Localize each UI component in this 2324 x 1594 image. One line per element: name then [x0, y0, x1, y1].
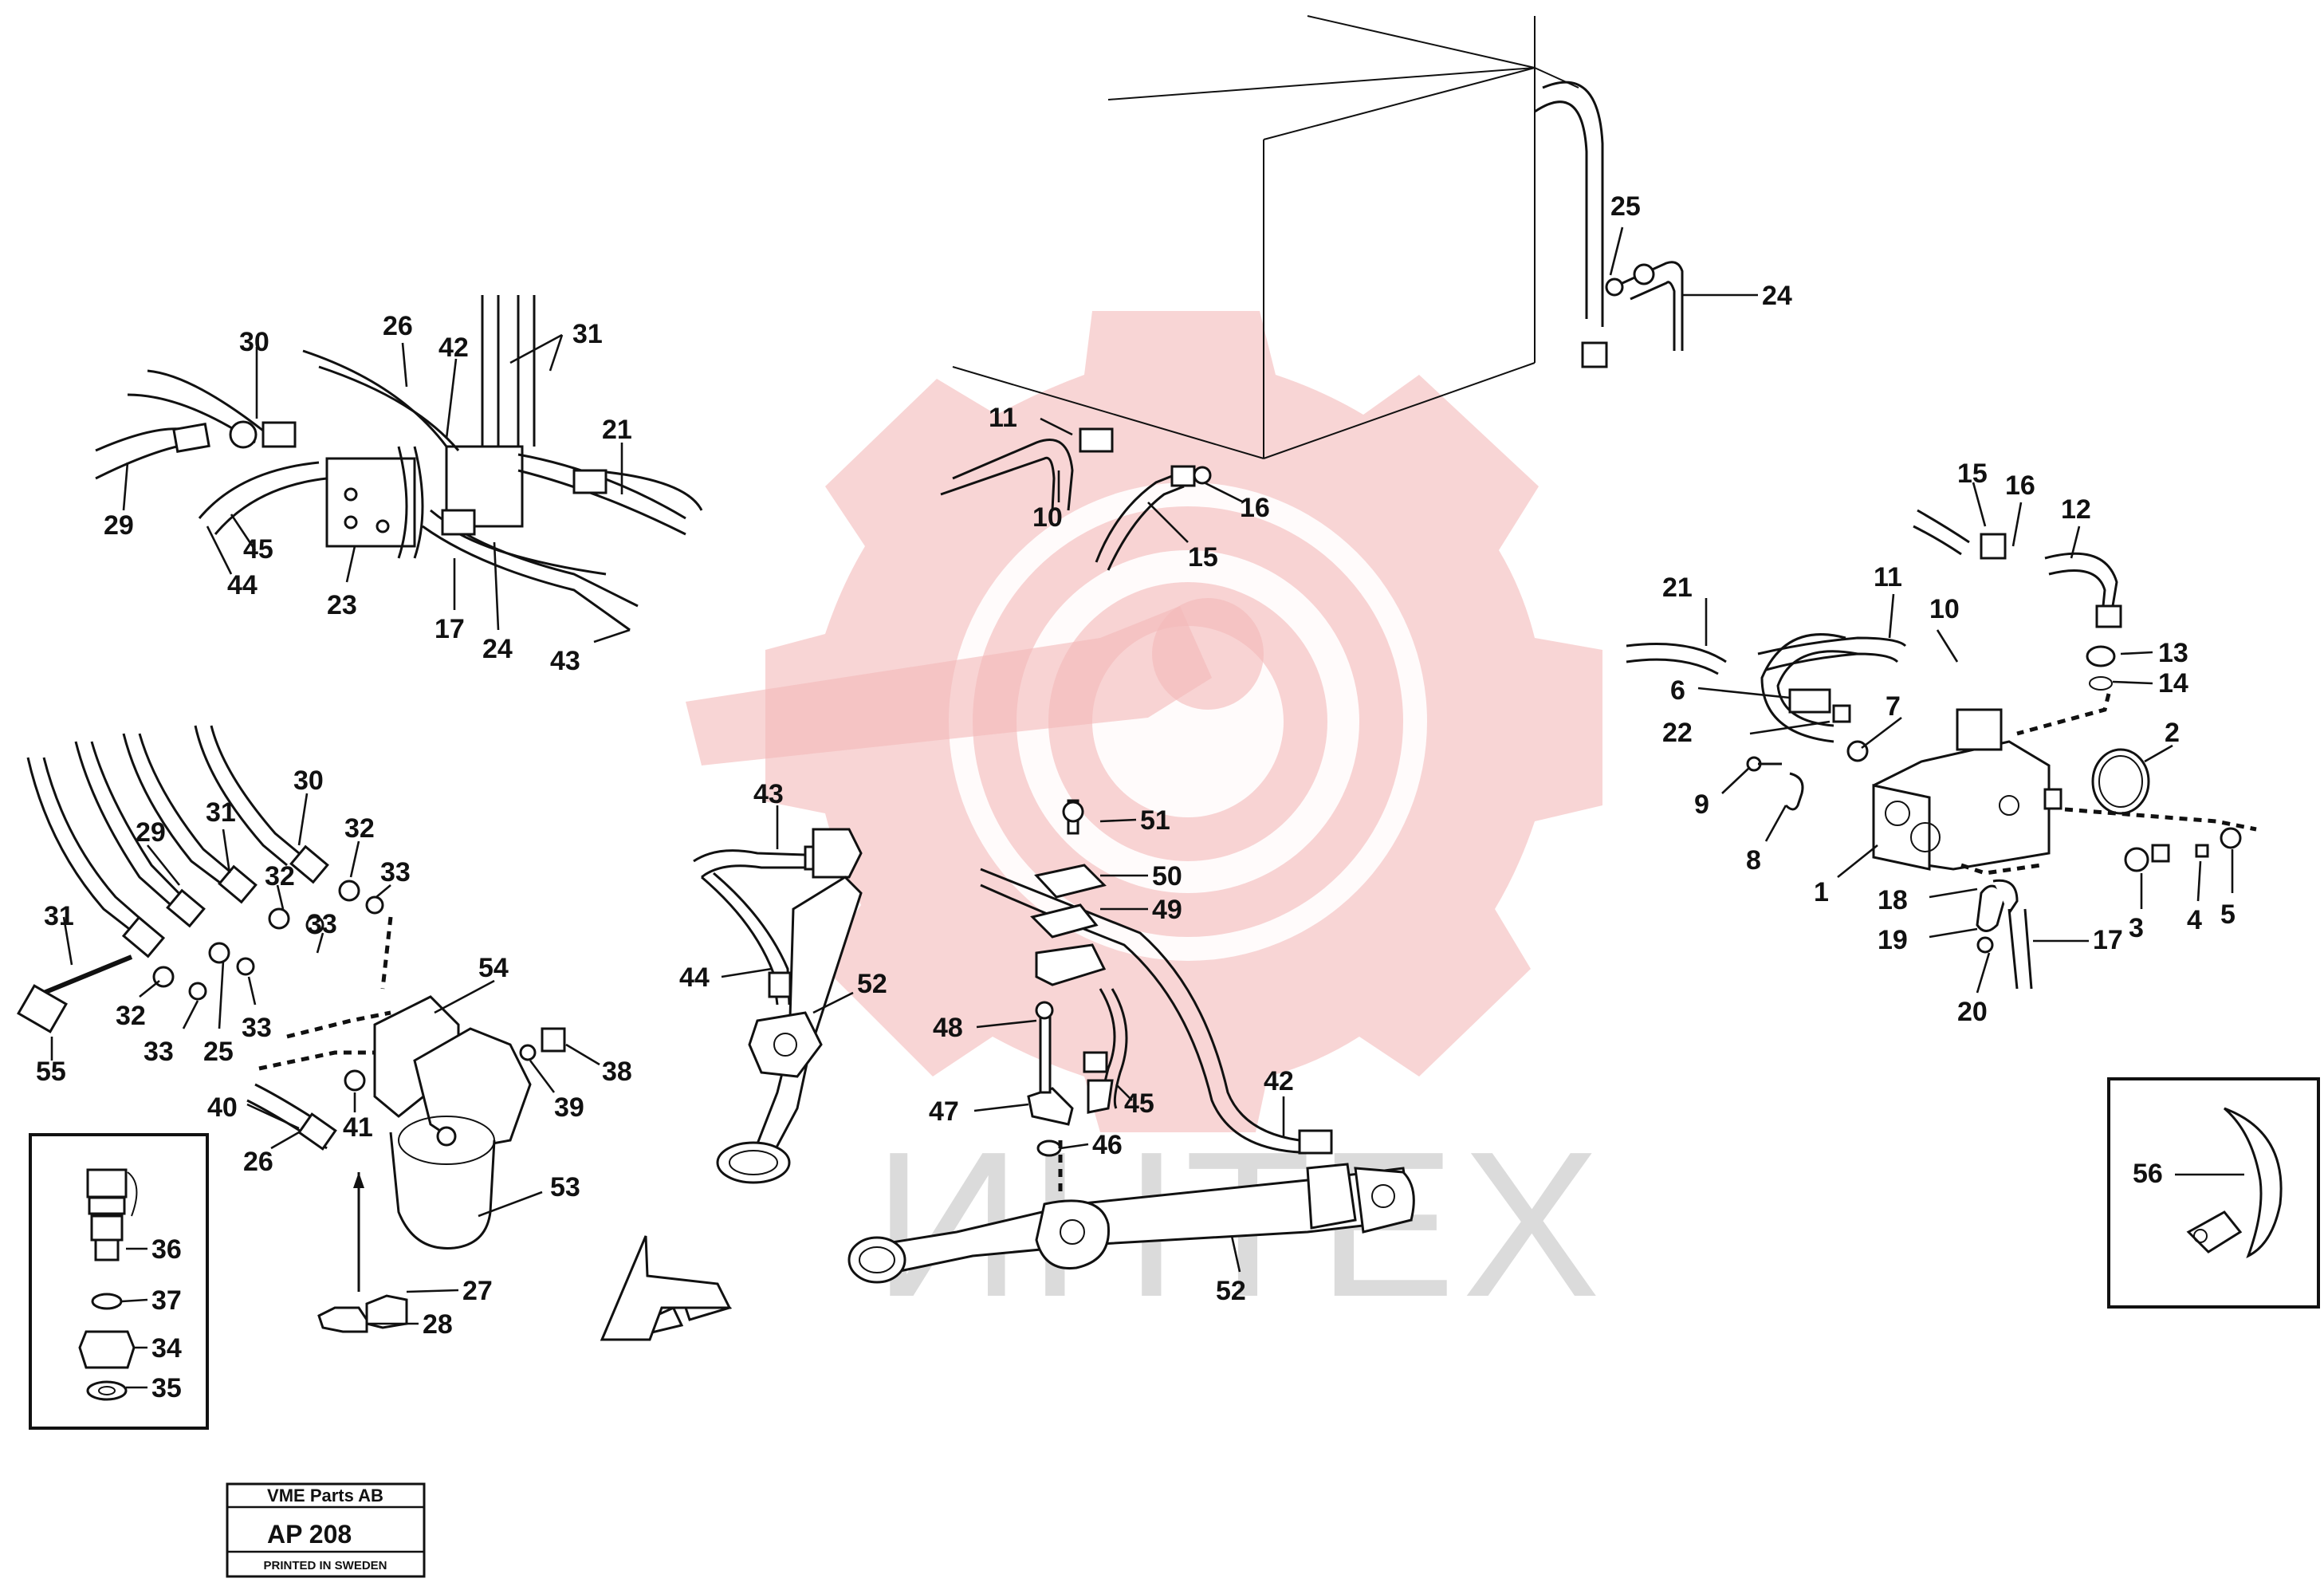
label-13: 13 — [2158, 638, 2188, 668]
label-44b: 44 — [679, 962, 710, 993]
label-7: 7 — [1886, 691, 1901, 722]
label-11b: 11 — [1874, 562, 1902, 592]
label-23a: 23 — [327, 590, 357, 620]
stamp-code: AP 208 — [267, 1520, 352, 1549]
label-55: 55 — [36, 1057, 66, 1087]
label-31c: 31 — [44, 901, 74, 931]
cylinder-upper — [693, 828, 863, 1184]
label-26b: 26 — [243, 1147, 273, 1177]
label-38: 38 — [602, 1057, 632, 1087]
label-14: 14 — [2158, 668, 2188, 699]
pump-assembly — [1626, 509, 2257, 990]
label-17b: 17 — [2093, 925, 2123, 955]
label-32b: 32 — [265, 861, 295, 891]
label-4: 4 — [2187, 905, 2202, 935]
inset-fitting-detail — [29, 1133, 209, 1430]
label-5: 5 — [2220, 899, 2236, 930]
label-45a: 45 — [243, 534, 273, 565]
label-8: 8 — [1746, 845, 1761, 876]
label-10b: 10 — [1929, 594, 1960, 624]
label-54: 54 — [478, 953, 509, 983]
label-12: 12 — [2061, 494, 2091, 525]
label-43b: 43 — [753, 779, 784, 809]
label-18: 18 — [1878, 885, 1908, 915]
cylinder-lower — [847, 799, 1415, 1284]
label-44a: 44 — [227, 570, 258, 600]
label-29b: 29 — [136, 817, 166, 848]
label-35: 35 — [151, 1373, 182, 1403]
label-2: 2 — [2165, 718, 2180, 748]
watermark-gear-logo — [686, 311, 1602, 1132]
label-37: 37 — [151, 1285, 182, 1316]
label-15a: 15 — [1188, 542, 1218, 573]
label-48: 48 — [933, 1013, 963, 1043]
label-20: 20 — [1957, 997, 1988, 1027]
label-39: 39 — [554, 1092, 584, 1123]
label-21b: 21 — [1662, 573, 1693, 603]
label-36: 36 — [151, 1234, 182, 1265]
label-51: 51 — [1140, 805, 1170, 836]
label-9: 9 — [1694, 789, 1709, 820]
label-29a: 29 — [104, 510, 134, 541]
label-16a: 16 — [1240, 493, 1270, 523]
label-46: 46 — [1092, 1130, 1123, 1160]
label-53: 53 — [550, 1172, 580, 1202]
inset-56-detail — [2107, 1077, 2320, 1309]
label-52a: 52 — [857, 969, 887, 999]
stamp-printed: PRINTED IN SWEDEN — [263, 1559, 387, 1572]
label-28: 28 — [423, 1309, 453, 1340]
label-24a: 24 — [482, 634, 513, 664]
label-19: 19 — [1878, 925, 1908, 955]
label-42a: 42 — [438, 333, 469, 363]
label-27: 27 — [462, 1276, 493, 1306]
valve-assembly-top-left — [95, 295, 703, 632]
label-10a: 10 — [1032, 502, 1063, 533]
label-32c: 32 — [116, 1001, 146, 1031]
hose-bundle-left — [17, 725, 566, 1333]
label-43a: 43 — [550, 646, 580, 676]
label-17a: 17 — [435, 614, 465, 644]
label-22: 22 — [1662, 718, 1693, 748]
label-11a: 11 — [989, 403, 1017, 433]
label-42b: 42 — [1264, 1066, 1294, 1096]
label-32a: 32 — [344, 813, 375, 844]
label-25b: 25 — [203, 1037, 234, 1067]
direction-arrow-body — [600, 1235, 732, 1341]
label-41: 41 — [343, 1112, 373, 1143]
label-33b: 33 — [307, 909, 337, 939]
label-16b: 16 — [2005, 470, 2035, 501]
label-31b: 31 — [206, 797, 236, 828]
label-33d: 33 — [242, 1013, 272, 1043]
label-47: 47 — [929, 1096, 959, 1127]
hose-clamp-11a — [1079, 427, 1114, 453]
hydraulic-tank — [952, 15, 1684, 459]
label-6: 6 — [1670, 675, 1685, 706]
stamp-box: VME Parts AB AP 208 PRINTED IN SWEDEN — [226, 1482, 426, 1578]
label-24b: 24 — [1762, 281, 1792, 311]
label-25a: 25 — [1610, 191, 1641, 222]
label-21a: 21 — [602, 415, 632, 445]
label-50: 50 — [1152, 861, 1182, 891]
stamp-company: VME Parts AB — [267, 1486, 383, 1505]
label-1: 1 — [1814, 877, 1829, 907]
label-30a: 30 — [239, 327, 269, 357]
label-49: 49 — [1152, 895, 1182, 925]
label-15b: 15 — [1957, 459, 1988, 489]
label-31a: 31 — [572, 319, 603, 349]
label-3: 3 — [2129, 913, 2144, 943]
label-56: 56 — [2133, 1159, 2163, 1189]
label-40: 40 — [207, 1092, 238, 1123]
label-52b: 52 — [1216, 1276, 1246, 1306]
label-30b: 30 — [293, 766, 324, 796]
label-34: 34 — [151, 1333, 182, 1364]
label-26a: 26 — [383, 311, 413, 341]
label-33c: 33 — [144, 1037, 174, 1067]
label-45b: 45 — [1124, 1088, 1154, 1119]
label-33a: 33 — [380, 857, 411, 888]
